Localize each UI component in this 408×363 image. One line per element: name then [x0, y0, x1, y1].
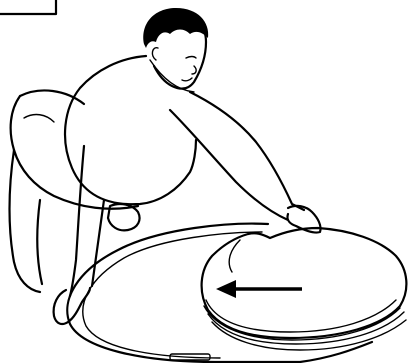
- person-hair: [143, 8, 208, 48]
- fold-direction-arrow-icon: [216, 280, 302, 298]
- person-torso: [65, 56, 196, 204]
- person-leg: [11, 96, 138, 209]
- corner-frame: [0, 0, 56, 14]
- large-disc: [67, 224, 372, 362]
- person: [10, 8, 321, 324]
